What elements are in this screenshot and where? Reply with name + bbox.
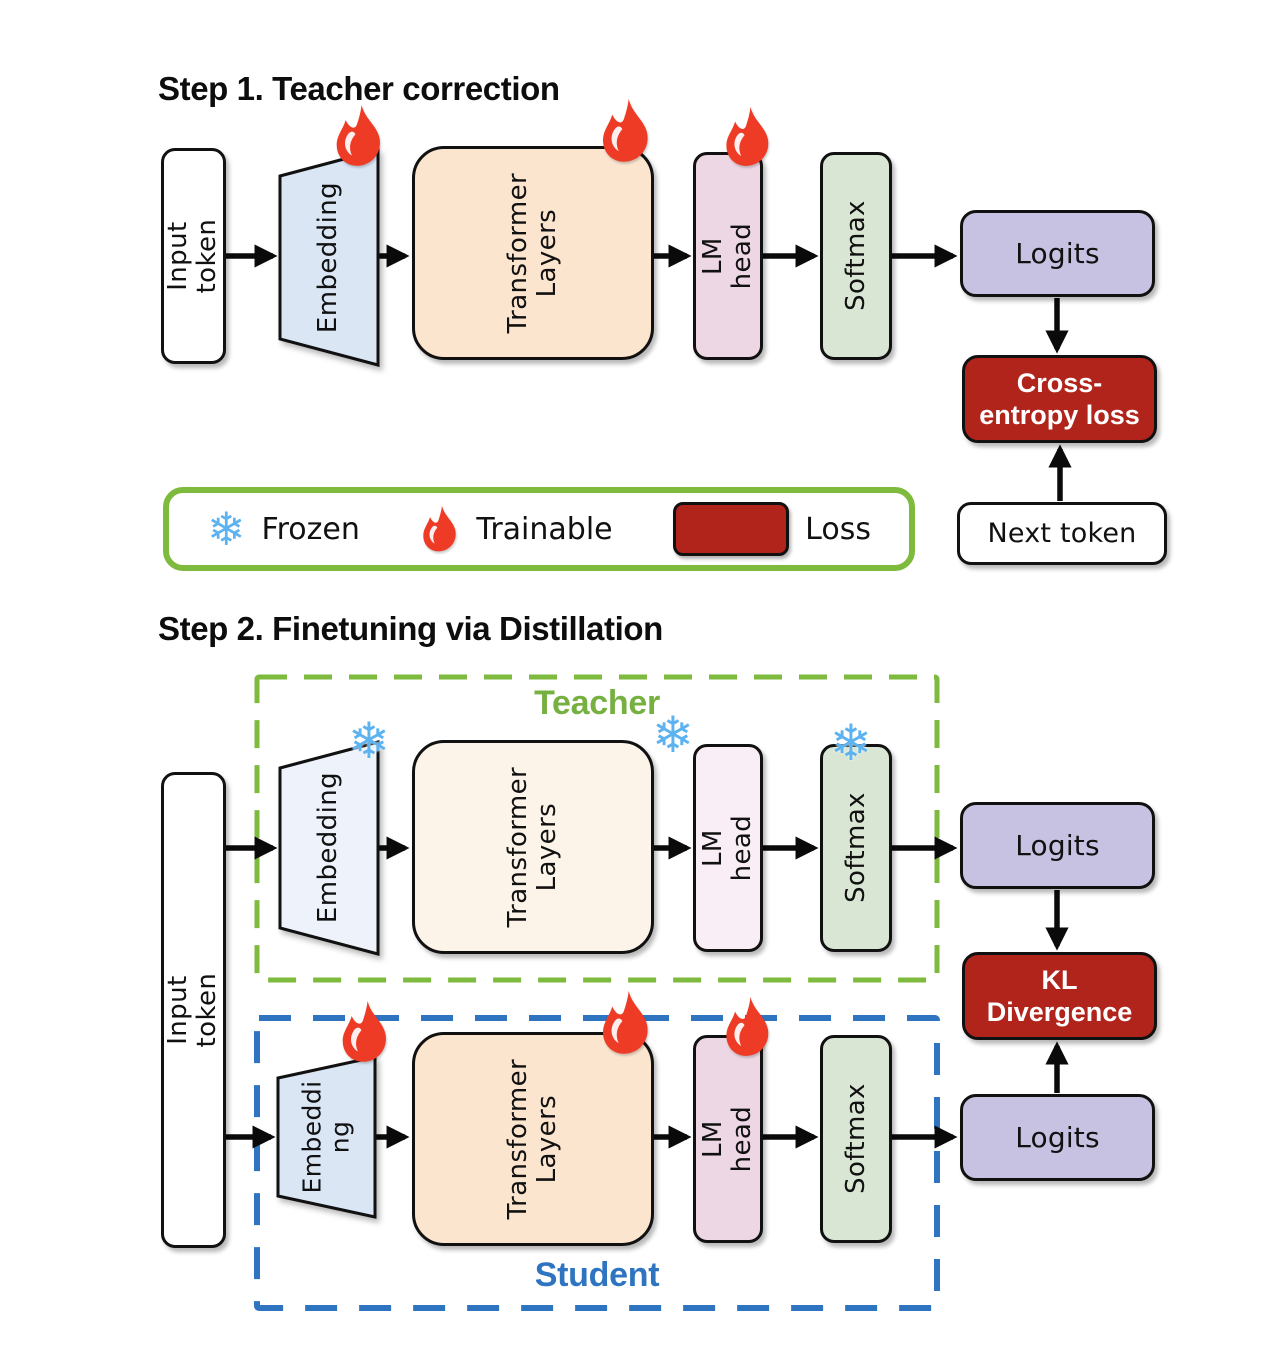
student-logits-label: Logits	[1015, 1121, 1100, 1154]
teacher-logits-node: Logits	[960, 802, 1155, 889]
kl-divergence-label: KL Divergence	[986, 964, 1133, 1027]
teacher-lm-head-node: LM head	[693, 744, 763, 952]
snowflake-icon: ❄	[207, 502, 246, 556]
legend-frozen-group: ❄ Frozen	[207, 506, 360, 552]
step1-transformer-layers-node: Transformer Layers	[412, 146, 654, 360]
teacher-group-outline	[254, 674, 940, 983]
legend-loss-group: Loss	[673, 502, 871, 556]
step1-logits-label: Logits	[1015, 237, 1100, 270]
next-token-label: Next token	[987, 518, 1137, 549]
teacher-embedding-label: Embedding	[313, 772, 344, 924]
legend-trainable-group: Trainable	[420, 501, 613, 557]
step1-input-token-node: Input token	[161, 148, 226, 364]
embedding-trapezoid	[280, 742, 378, 954]
teacher-transformer-layers-label: Transformer Layers	[502, 766, 562, 928]
step1-lm-head-node: LM head	[693, 152, 763, 360]
legend-trainable-label: Trainable	[476, 511, 613, 547]
cross-entropy-loss-node: Cross- entropy loss	[962, 355, 1157, 443]
flame-icon	[420, 501, 460, 557]
step1-embedding-label: Embedding	[313, 181, 344, 334]
step1-embedding-node: Embedding	[280, 150, 378, 365]
step1-logits-node: Logits	[960, 210, 1155, 297]
step1-lm-head-label: LM head	[697, 222, 758, 290]
flame-icon	[722, 996, 774, 1058]
step2-input-token-node: Input token	[161, 772, 226, 1248]
embedding-trapezoid	[278, 1057, 375, 1217]
kl-divergence-node: KL Divergence	[962, 952, 1157, 1040]
flame-icon	[598, 990, 654, 1056]
flame-icon	[332, 104, 386, 168]
flame-icon	[598, 98, 654, 164]
student-transformer-layers-node: Transformer Layers	[412, 1032, 654, 1246]
step2-input-token-label: Input token	[163, 972, 223, 1048]
teacher-logits-label: Logits	[1015, 829, 1100, 862]
student-logits-node: Logits	[960, 1094, 1155, 1181]
teacher-embedding-node: Embedding	[280, 742, 378, 954]
legend-loss-label: Loss	[805, 511, 871, 547]
flame-icon	[722, 106, 774, 168]
step1-softmax-node: Softmax	[820, 152, 892, 360]
flame-icon	[338, 1000, 392, 1064]
student-softmax-label: Softmax	[840, 1083, 871, 1195]
teacher-lm-head-label: LM head	[697, 814, 758, 882]
student-embedding-node: Embeddi ng	[278, 1057, 375, 1217]
legend-box: ❄ Frozen Trainable Loss	[163, 487, 915, 571]
loss-color-swatch	[673, 502, 790, 556]
step1-transformer-layers-label: Transformer Layers	[502, 172, 562, 334]
teacher-softmax-node: Softmax	[820, 744, 892, 952]
step2-title: Step 2. Finetuning via Distillation	[158, 610, 663, 647]
student-lm-head-label: LM head	[697, 1105, 758, 1173]
student-group-outline	[254, 1015, 940, 1311]
student-embedding-label: Embeddi ng	[297, 1080, 355, 1194]
student-softmax-node: Softmax	[820, 1035, 892, 1243]
snowflake-icon: ❄	[830, 714, 872, 772]
snowflake-icon: ❄	[348, 712, 390, 770]
cross-entropy-loss-label: Cross- entropy loss	[979, 367, 1140, 430]
student-lm-head-node: LM head	[693, 1035, 763, 1243]
snowflake-icon: ❄	[652, 706, 694, 764]
legend-frozen-label: Frozen	[261, 511, 360, 547]
student-group-label: Student	[534, 1256, 660, 1294]
step1-input-token-label: Input token	[163, 218, 223, 294]
teacher-group-label: Teacher	[534, 684, 660, 722]
next-token-node: Next token	[957, 502, 1167, 565]
step1-softmax-label: Softmax	[840, 200, 871, 312]
step1-title: Step 1. Teacher correction	[158, 70, 560, 107]
teacher-softmax-label: Softmax	[840, 792, 871, 904]
student-transformer-layers-label: Transformer Layers	[502, 1058, 562, 1220]
teacher-transformer-layers-node: Transformer Layers	[412, 740, 654, 954]
